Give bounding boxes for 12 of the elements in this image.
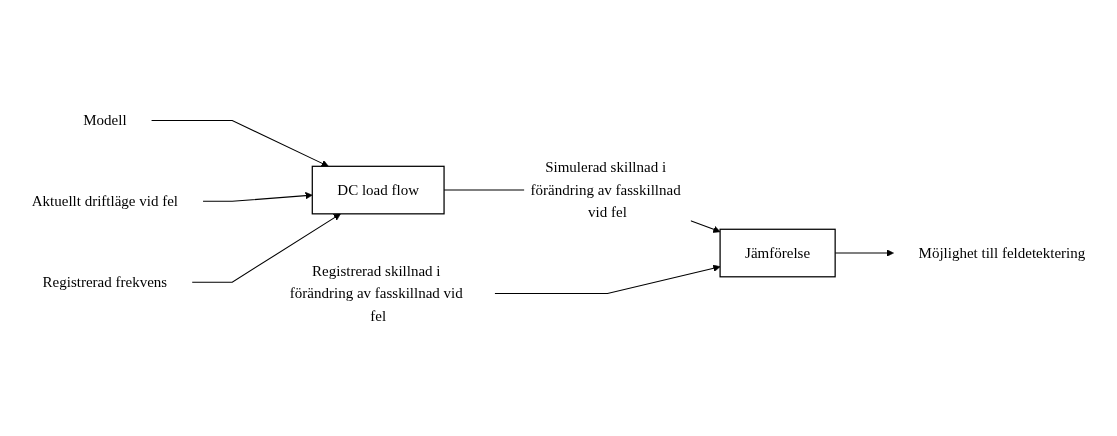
node-box: Jämförelse (719, 228, 836, 278)
node-text: Möjlighet till feldetektering (918, 244, 1086, 261)
arrow (494, 264, 721, 294)
arrow (151, 119, 329, 167)
arrow (202, 191, 313, 202)
edge-label: Simulerad skillnad i förändring av fasskillnad vid fel (530, 158, 681, 221)
node-text: Registrerad skillnad i förändring av fasskillnad vid fel (289, 261, 463, 324)
node-box: DC load flow (311, 165, 445, 215)
node-text: Registrerad frekvens (42, 273, 168, 290)
node-text: Modell (83, 111, 127, 129)
arrow (191, 213, 341, 283)
node-text: Aktuellt driftläge vid fel (31, 192, 179, 210)
